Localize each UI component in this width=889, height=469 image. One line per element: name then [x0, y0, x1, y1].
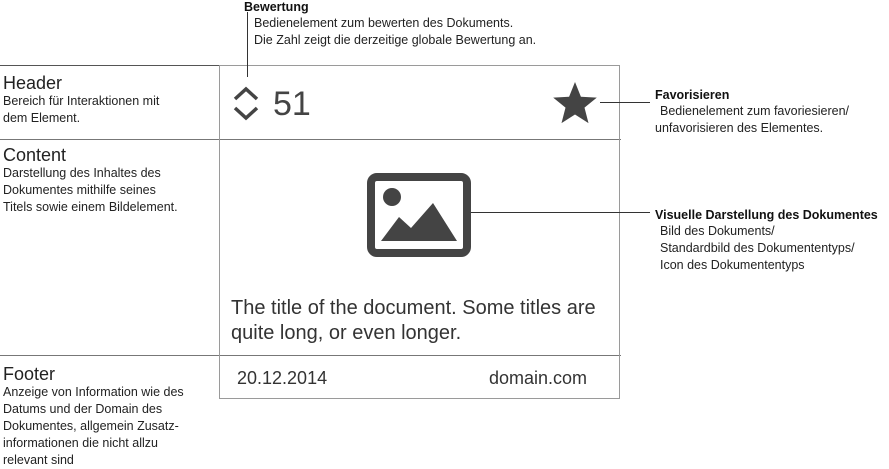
header-section-title: Header	[3, 73, 63, 93]
bewertung-annotation: Bewertung Bedienelement zum bewerten des…	[244, 0, 644, 49]
document-card	[219, 65, 620, 399]
visuelle-connector	[471, 212, 650, 213]
document-date: 20.12.2014	[237, 368, 328, 388]
visuelle-annotation-line-2: Standardbild des Dokumententyps/	[660, 241, 855, 255]
footer-section-desc-line-4: informationen die nicht allzu	[3, 436, 158, 450]
header-section-desc-line-1: Bereich für Interaktionen mit	[3, 94, 160, 108]
visuelle-annotation-line-3: Icon des Dokumententyps	[660, 258, 805, 272]
bewertung-annotation-title: Bewertung	[244, 0, 309, 14]
footer-section-desc-line-1: Anzeige von Information wie des	[3, 385, 184, 399]
favorisieren-annotation-line-2: unfavorisieren des Elementes.	[655, 121, 824, 135]
content-section-desc-line-3: Titels sowie einem Bildelement.	[3, 200, 178, 214]
favorisieren-annotation: Favorisieren Bedienelement zum favoriesi…	[655, 87, 889, 137]
content-section-desc-line-1: Darstellung des Inhaltes des	[3, 166, 161, 180]
header-top-divider	[0, 65, 220, 66]
footer-section-title: Footer	[3, 364, 56, 384]
header-content-divider	[0, 139, 621, 140]
document-title[interactable]: The title of the document. Some titles a…	[231, 296, 616, 346]
visuelle-annotation-line-1: Bild des Dokuments/	[660, 224, 775, 238]
favorisieren-connector	[600, 102, 650, 103]
footer-section-desc-line-3: Dokumentes, allgemein Zusatz-	[3, 419, 179, 433]
star-icon[interactable]	[551, 80, 599, 126]
visuelle-annotation: Visuelle Darstellung des Dokumentes Bild…	[655, 207, 889, 274]
document-title-line-2: quite long, or even longer.	[231, 322, 462, 344]
content-section-title: Content	[3, 145, 67, 165]
favorisieren-annotation-line-1: Bedienelement zum favoriesieren/	[660, 104, 849, 118]
content-footer-divider	[0, 355, 621, 356]
visuelle-annotation-title: Visuelle Darstellung des Dokumentes	[655, 208, 878, 222]
footer-section-desc-line-2: Datums und der Domain des	[3, 402, 163, 416]
image-placeholder-icon	[367, 173, 471, 257]
document-domain[interactable]: domain.com	[489, 368, 588, 388]
header-section-desc-line-2: dem Element.	[3, 111, 81, 125]
footer-section-label: Footer Anzeige von Information wie des D…	[3, 364, 218, 469]
header-section-label: Header Bereich für Interaktionen mit dem…	[3, 73, 218, 127]
up-down-chevron-icon[interactable]	[230, 84, 262, 124]
content-section-label: Content Darstellung des Inhaltes des Dok…	[3, 145, 218, 216]
bewertung-annotation-line-1: Bedienelement zum bewerten des Dokuments…	[254, 16, 514, 30]
document-title-line-1: The title of the document. Some titles a…	[231, 297, 596, 319]
favorisieren-annotation-title: Favorisieren	[655, 88, 730, 102]
footer-section-desc-line-5: relevant sind	[3, 453, 74, 467]
bewertung-annotation-line-2: Die Zahl zeigt die derzeitige globale Be…	[254, 33, 537, 47]
bewertung-connector-vertical	[247, 12, 248, 77]
content-section-desc-line-2: Dokumentes mithilfe seines	[3, 183, 156, 197]
rating-value: 51	[273, 85, 311, 123]
